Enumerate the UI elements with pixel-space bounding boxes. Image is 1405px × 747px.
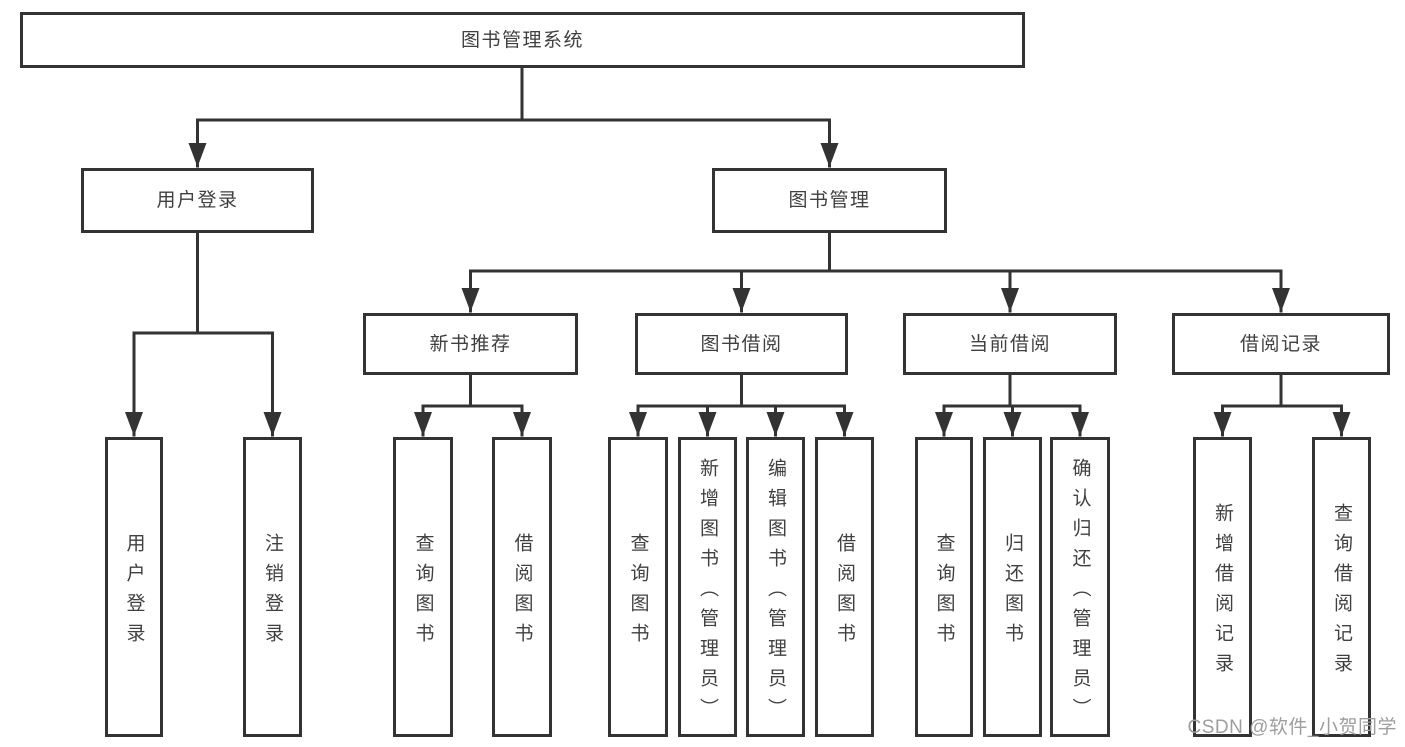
node-new-book-recommend: 新书推荐 xyxy=(363,313,578,375)
node-label: 注销登录 xyxy=(262,532,283,653)
node-label: 查询图书 xyxy=(933,532,955,653)
node-label: 借阅记录 xyxy=(1239,333,1322,355)
node-label: 当前借阅 xyxy=(968,333,1051,355)
node-library-management-system: 图书管理系统 xyxy=(20,12,1025,68)
leaf-edit-book-admin: 编辑图书（管理员） xyxy=(746,437,805,737)
connectors-root-to-level2 xyxy=(188,65,839,168)
node-current-borrowing: 当前借阅 xyxy=(903,313,1117,375)
leaf-user-login: 用户登录 xyxy=(105,437,163,737)
leaf-add-borrow-record: 新增借阅记录 xyxy=(1193,437,1252,737)
leaf-return-book: 归还图书 xyxy=(983,437,1042,737)
connectors-borrow-records-to-leaves xyxy=(1213,373,1351,437)
leaf-borrow-books-recommend: 借阅图书 xyxy=(492,437,552,737)
node-label: 用户登录 xyxy=(156,190,239,211)
csdn-watermark: CSDN @软件_小贺同学 xyxy=(1187,717,1397,738)
node-label: 查询借阅记录 xyxy=(1331,502,1352,683)
node-label: 查询图书 xyxy=(627,532,649,653)
node-borrow-records: 借阅记录 xyxy=(1172,313,1390,375)
node-label: 新增借阅记录 xyxy=(1212,502,1233,683)
node-label: 新书推荐 xyxy=(429,333,512,355)
node-label: 确认归还（管理员） xyxy=(1069,457,1091,728)
node-label: 借阅图书 xyxy=(834,532,855,653)
node-book-management: 图书管理 xyxy=(712,168,947,233)
connectors-book-management-to-level3 xyxy=(461,231,1290,313)
node-label: 用户登录 xyxy=(123,532,145,653)
leaf-query-books-recommend: 查询图书 xyxy=(393,437,453,737)
node-label: 图书管理系统 xyxy=(460,29,584,51)
leaf-query-books-current: 查询图书 xyxy=(915,437,973,737)
leaf-query-books-borrowing: 查询图书 xyxy=(608,437,668,737)
node-book-borrowing: 图书借阅 xyxy=(635,313,848,375)
node-label: 图书管理 xyxy=(788,190,871,211)
leaf-add-book-admin: 新增图书（管理员） xyxy=(678,437,737,737)
leaf-confirm-return-admin: 确认归还（管理员） xyxy=(1050,437,1110,737)
node-label: 查询图书 xyxy=(412,532,434,653)
node-user-login: 用户登录 xyxy=(81,168,314,233)
connectors-book-borrowing-to-leaves xyxy=(629,373,854,437)
connectors-new-book-recommend-to-leaves xyxy=(414,373,531,437)
node-label: 借阅图书 xyxy=(511,532,533,653)
leaf-query-borrow-record: 查询借阅记录 xyxy=(1312,437,1371,737)
node-label: 图书借阅 xyxy=(700,333,783,355)
node-label: 编辑图书（管理员） xyxy=(765,457,786,728)
connectors-user-login-to-leaves xyxy=(125,231,282,437)
leaf-borrow-books-borrowing: 借阅图书 xyxy=(815,437,874,737)
leaf-logout: 注销登录 xyxy=(243,437,302,737)
node-label: 新增图书（管理员） xyxy=(697,457,718,728)
connectors-current-borrowing-to-leaves xyxy=(935,373,1089,437)
node-label: 归还图书 xyxy=(1002,532,1023,653)
